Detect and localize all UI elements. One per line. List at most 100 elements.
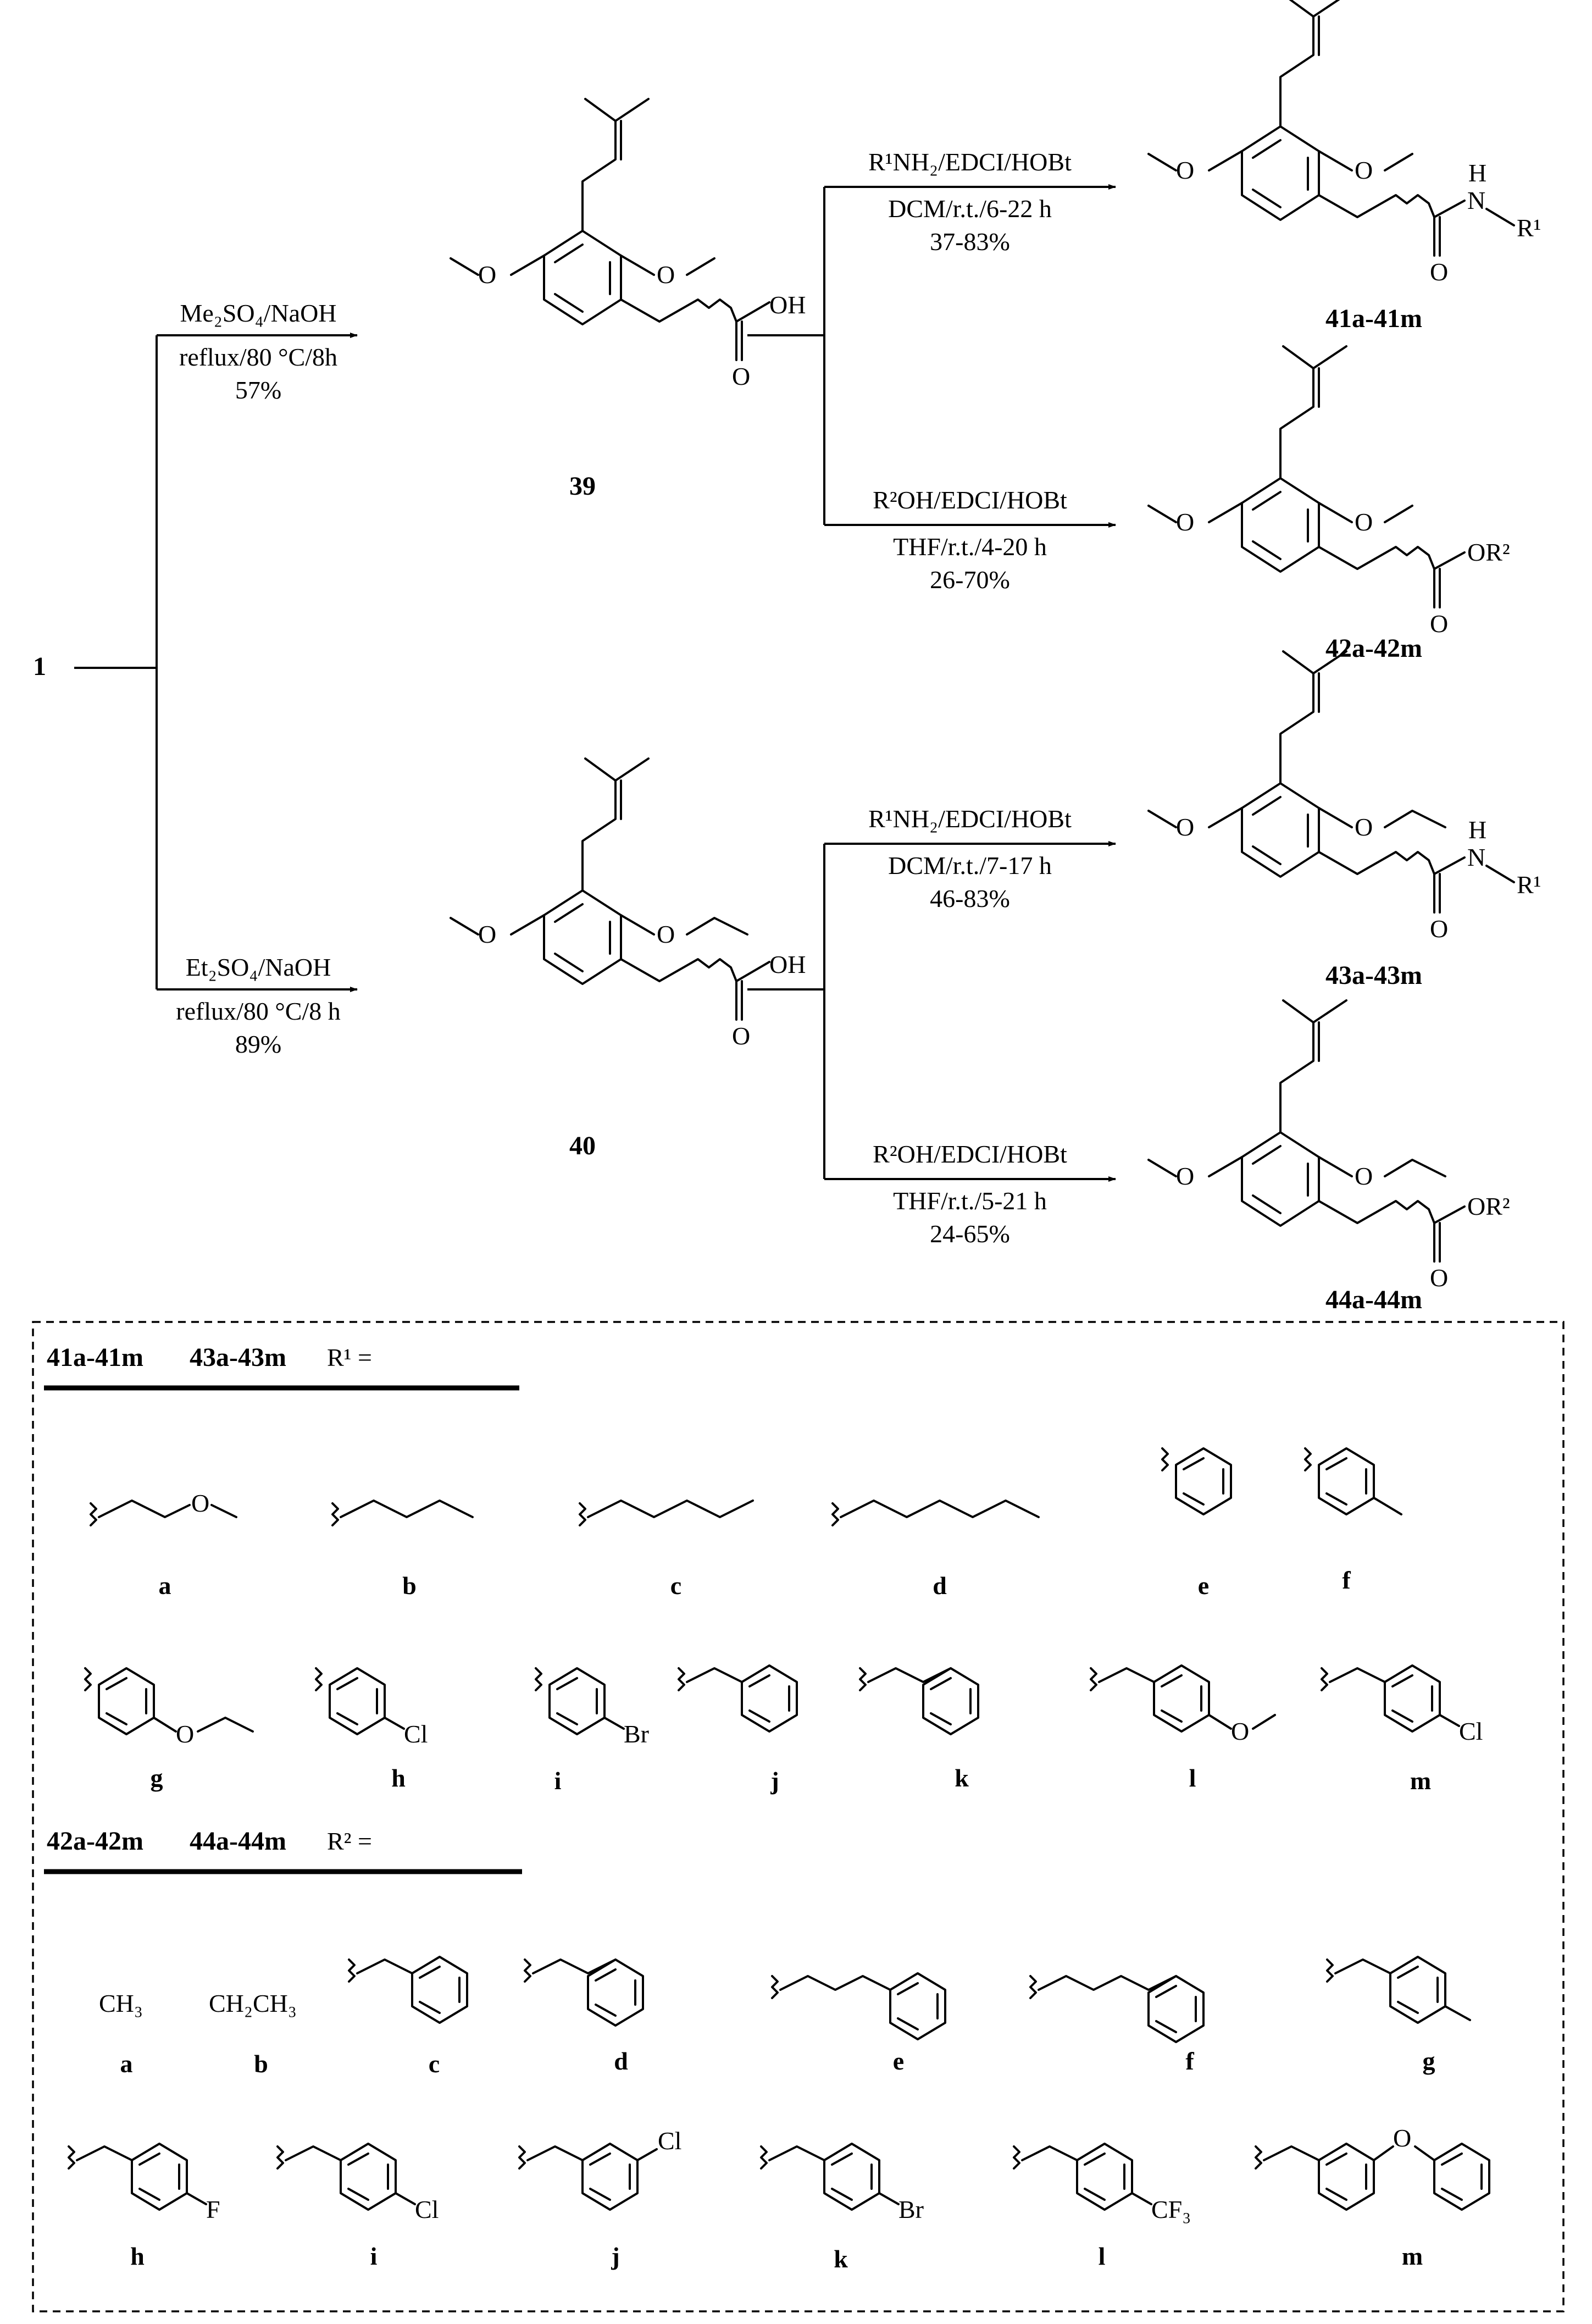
step-bottom-yield: 89% xyxy=(235,1030,281,1058)
svg-text:O: O xyxy=(1355,813,1373,841)
step-bottom-conditions: reflux/80 °C/8 h xyxy=(176,997,340,1025)
branch-lines xyxy=(74,334,357,991)
svg-text:O: O xyxy=(478,920,496,948)
step-top-reagent: Me₂SO₄/NaOH xyxy=(180,299,336,327)
svg-text:F: F xyxy=(206,2195,220,2223)
rxn2-yield: 26-70% xyxy=(930,566,1010,594)
r1-label-l: l xyxy=(1189,1764,1196,1792)
svg-text:O: O xyxy=(1430,610,1448,638)
r2-structures: F Cl Cl Br CF₃ O xyxy=(68,1956,1490,2223)
step-top-conditions: reflux/80 °C/8h xyxy=(179,343,337,371)
svg-text:O: O xyxy=(657,261,675,289)
rxn4-yield: 24-65% xyxy=(930,1220,1010,1248)
branch-40 xyxy=(747,844,825,1179)
r2-label-e: e xyxy=(893,2047,904,2075)
svg-text:Cl: Cl xyxy=(415,2195,439,2223)
r1-label-h: h xyxy=(391,1764,406,1792)
step-top-yield: 57% xyxy=(235,376,281,404)
compound-39-structure: O O O OH xyxy=(450,98,806,390)
svg-text:O: O xyxy=(1176,156,1194,184)
r2-text-b: CH₂CH₃ xyxy=(209,1989,297,2017)
svg-text:O: O xyxy=(1430,258,1448,286)
product-41-structure: O O O N H R¹ xyxy=(1147,0,1541,286)
r1-label-d: d xyxy=(933,1572,947,1600)
svg-text:O: O xyxy=(1430,915,1448,943)
r2-header-44: 44a-44m xyxy=(190,1827,286,1856)
svg-text:Br: Br xyxy=(898,2195,924,2223)
intermediate-40-label: 40 xyxy=(569,1131,596,1160)
rxn3-yield: 46-83% xyxy=(930,884,1010,912)
r1-label-i: i xyxy=(554,1767,562,1795)
r2-label-i: i xyxy=(370,2242,378,2270)
rxn2-conditions: THF/r.t./4-20 h xyxy=(893,533,1047,561)
r1-label-c: c xyxy=(670,1572,681,1600)
svg-text:H: H xyxy=(1468,816,1486,844)
r2-label-l: l xyxy=(1099,2242,1106,2270)
r2-header-42: 42a-42m xyxy=(47,1827,143,1856)
compound-40-structure: O O O OH xyxy=(450,757,806,1050)
r2-label-b: b xyxy=(254,2050,268,2078)
rxn3-reagent: R¹NH₂/EDCI/HOBt xyxy=(868,805,1072,833)
r2-label-h: h xyxy=(130,2242,145,2270)
branch-39 xyxy=(747,187,825,525)
product-44-structure: O O O OR² xyxy=(1147,999,1510,1292)
svg-text:O: O xyxy=(176,1720,194,1748)
rxn2-reagent: R²OH/EDCI/HOBt xyxy=(873,486,1067,514)
r1-structures: O O xyxy=(84,1447,1483,1748)
r2-label-g: g xyxy=(1423,2047,1435,2075)
svg-text:O: O xyxy=(1393,2124,1411,2152)
r2-header-r: R² = xyxy=(327,1827,372,1855)
start-label: 1 xyxy=(33,652,46,681)
svg-text:O: O xyxy=(1176,1162,1194,1190)
svg-text:N: N xyxy=(1467,843,1485,871)
product-42-structure: O O O OR² xyxy=(1147,345,1510,638)
r2-label-f: f xyxy=(1185,2047,1194,2075)
rxn3-conditions: DCM/r.t./7-17 h xyxy=(888,851,1052,879)
product-41-label: 41a-41m xyxy=(1325,304,1422,333)
rxn1-conditions: DCM/r.t./6-22 h xyxy=(888,195,1052,223)
svg-text:R¹: R¹ xyxy=(1517,214,1541,242)
svg-text:O: O xyxy=(1430,1264,1448,1292)
svg-text:OH: OH xyxy=(769,950,806,978)
product-43-structure: O O O N H R¹ xyxy=(1147,650,1541,943)
svg-text:O: O xyxy=(1231,1717,1249,1745)
r1-label-m: m xyxy=(1410,1767,1431,1795)
svg-text:CF₃: CF₃ xyxy=(1151,2195,1191,2223)
svg-text:O: O xyxy=(1355,508,1373,536)
r2-label-k: k xyxy=(834,2245,848,2273)
rxn4-conditions: THF/r.t./5-21 h xyxy=(893,1187,1047,1215)
svg-text:O: O xyxy=(1355,1162,1373,1190)
r1-label-g: g xyxy=(151,1764,163,1792)
r1-label-j: j xyxy=(770,1767,779,1795)
intermediate-39-label: 39 xyxy=(569,472,596,501)
product-44-label: 44a-44m xyxy=(1325,1285,1422,1314)
r2-label-a: a xyxy=(120,2050,133,2078)
r2-label-m: m xyxy=(1402,2242,1423,2270)
product-43-label: 43a-43m xyxy=(1325,961,1422,990)
svg-text:O: O xyxy=(191,1489,209,1517)
svg-text:O: O xyxy=(732,362,750,390)
svg-text:Cl: Cl xyxy=(404,1720,428,1748)
svg-text:Cl: Cl xyxy=(1459,1717,1483,1745)
r2-label-c: c xyxy=(429,2050,440,2078)
svg-text:OR²: OR² xyxy=(1467,538,1510,566)
rxn4-reagent: R²OH/EDCI/HOBt xyxy=(873,1140,1067,1168)
svg-text:O: O xyxy=(478,261,496,289)
r1-label-k: k xyxy=(955,1764,969,1792)
r2-label-d: d xyxy=(614,2047,628,2075)
rxn1-yield: 37-83% xyxy=(930,228,1010,256)
step-bottom-reagent: Et₂SO₄/NaOH xyxy=(186,953,331,981)
svg-text:O: O xyxy=(1355,156,1373,184)
r1-label-b: b xyxy=(402,1572,417,1600)
svg-text:Br: Br xyxy=(624,1720,649,1748)
r1-header-r: R¹ = xyxy=(327,1343,372,1371)
svg-text:Cl: Cl xyxy=(658,2127,681,2155)
r1-label-f: f xyxy=(1342,1566,1351,1594)
r1-header-41: 41a-41m xyxy=(47,1343,143,1372)
substituent-box xyxy=(32,1321,1565,2312)
product-42-label: 42a-42m xyxy=(1325,634,1422,663)
r2-label-j: j xyxy=(611,2242,619,2270)
r2-text-a: CH₃ xyxy=(99,1989,143,2017)
svg-text:O: O xyxy=(1176,508,1194,536)
